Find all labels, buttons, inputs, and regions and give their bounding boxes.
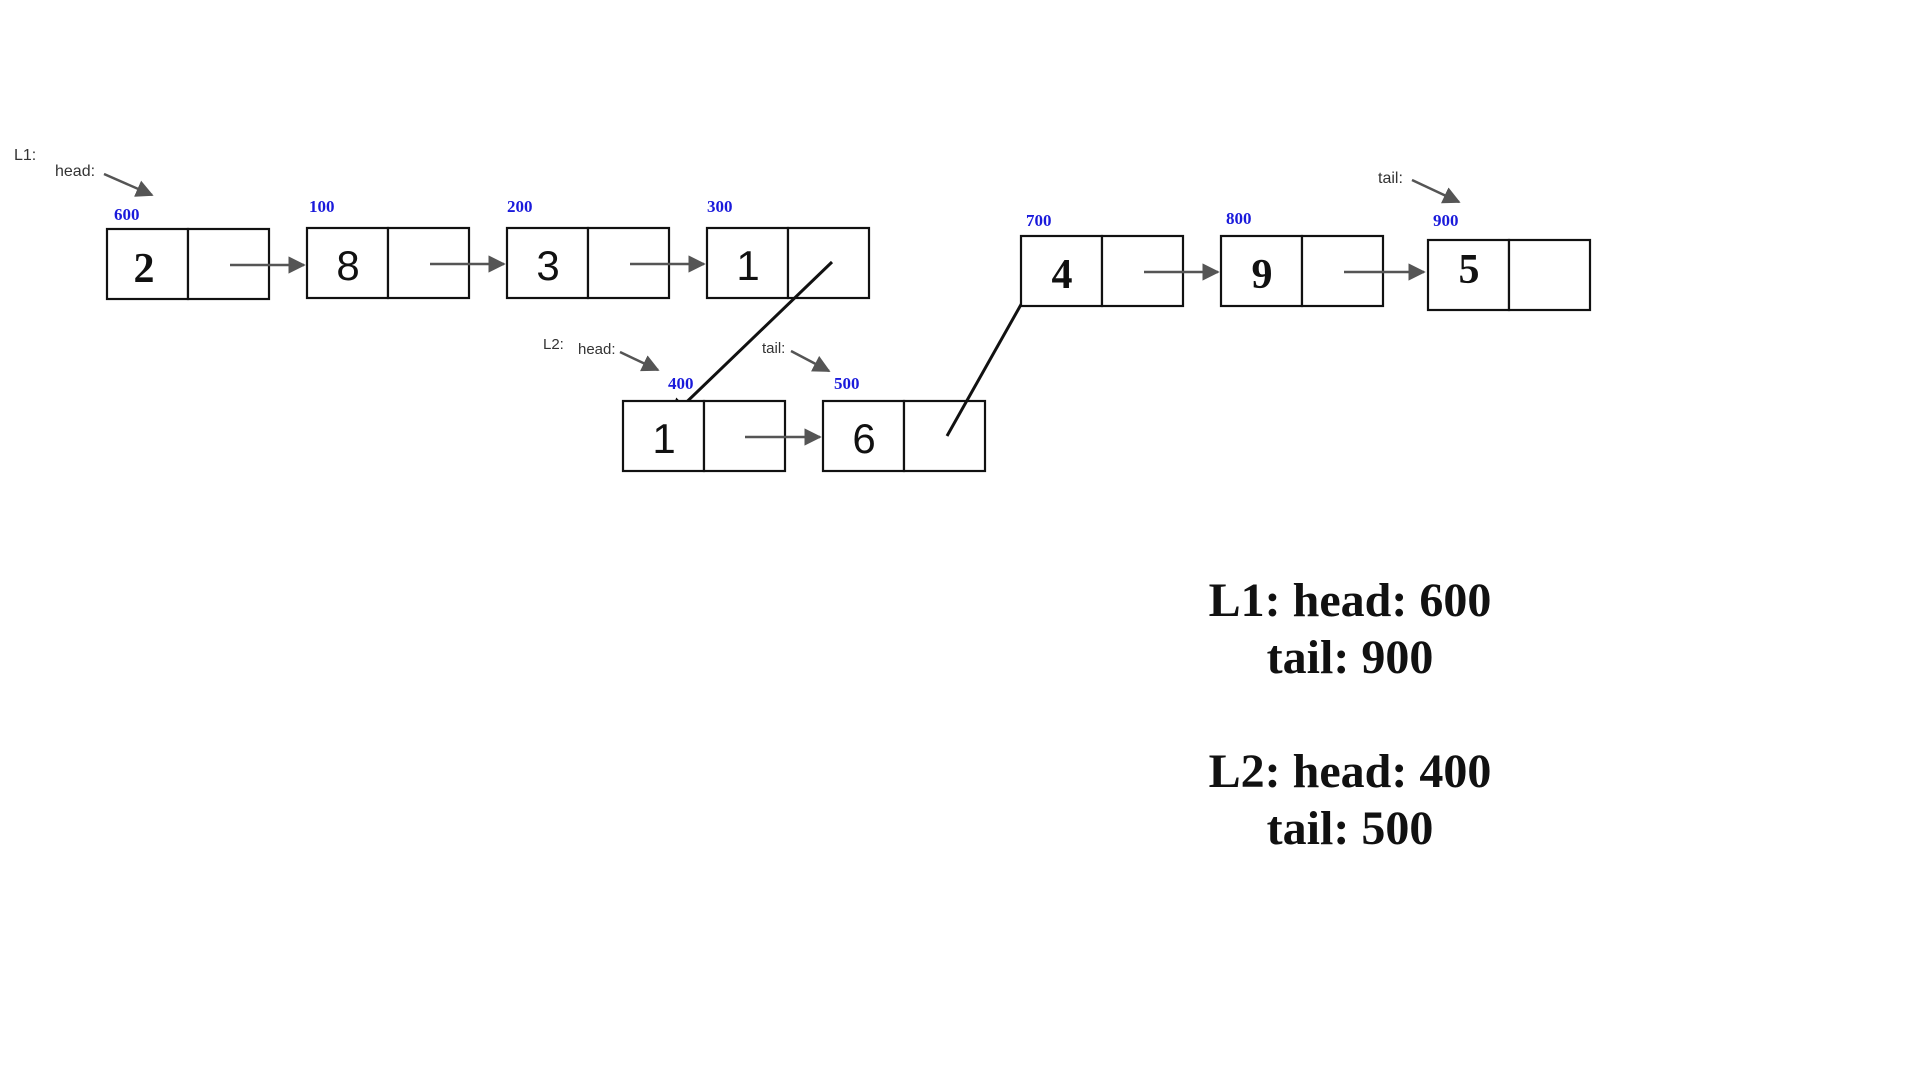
node-value: 1 [736,242,759,289]
node-value: 3 [536,242,559,289]
node-value: 1 [652,415,675,462]
node-next-box [1507,238,1592,312]
node-address: 300 [707,197,733,216]
node-address: 800 [1226,209,1252,228]
next-arrow-300-to-400 [668,260,834,420]
node-600: 600 2 [105,205,271,301]
l2-head-pointer-arrow [619,350,660,372]
summary-l1-head: L1: head: 600 [1208,574,1492,627]
l1-tail-pointer-arrow [1411,178,1461,204]
node-data-box [1019,234,1104,308]
node-value: 4 [1052,252,1073,298]
node-500: 500 6 [821,374,987,473]
l2-tail-label: tail: [762,340,785,357]
node-value: 8 [336,242,359,289]
node-address: 600 [114,205,140,224]
node-700: 700 4 [1019,211,1185,308]
l2-tail-pointer-arrow [790,349,831,373]
l1-tail-label: tail: [1378,170,1403,187]
node-value: 6 [852,415,875,462]
node-800: 800 9 [1219,209,1385,308]
node-value: 9 [1252,252,1273,298]
summary-l2-tail: tail: 500 [1266,802,1434,855]
pointer-summary: L1: head: 600 tail: 900 L2: head: 400 ta… [1180,572,1520,857]
l2-head-label: head: [578,341,616,358]
node-900: 900 5 [1426,211,1592,312]
node-data-box [1426,238,1511,312]
node-400: 400 1 [621,374,787,473]
summary-l1-tail: tail: 900 [1266,631,1434,684]
node-address: 900 [1433,211,1459,230]
node-next-box [786,226,871,300]
node-address: 200 [507,197,533,216]
l1-name: L1: [14,147,36,164]
l1-head-label: head: [55,163,95,180]
node-data-box [305,226,390,300]
node-value: 2 [134,246,155,292]
node-value: 5 [1459,247,1480,293]
node-address: 100 [309,197,335,216]
node-100: 100 8 [305,197,471,300]
node-address: 400 [668,374,694,393]
node-data-box [105,227,190,301]
node-address: 500 [834,374,860,393]
node-next-box [902,399,987,473]
node-data-box [1219,234,1304,308]
summary-spacer [1180,686,1520,743]
summary-l2-head: L2: head: 400 [1208,745,1492,798]
node-300: 300 1 [705,197,871,300]
node-address: 700 [1026,211,1052,230]
l1-head-pointer-arrow [103,172,154,197]
node-200: 200 3 [505,197,671,300]
l2-name: L2: [543,336,564,353]
